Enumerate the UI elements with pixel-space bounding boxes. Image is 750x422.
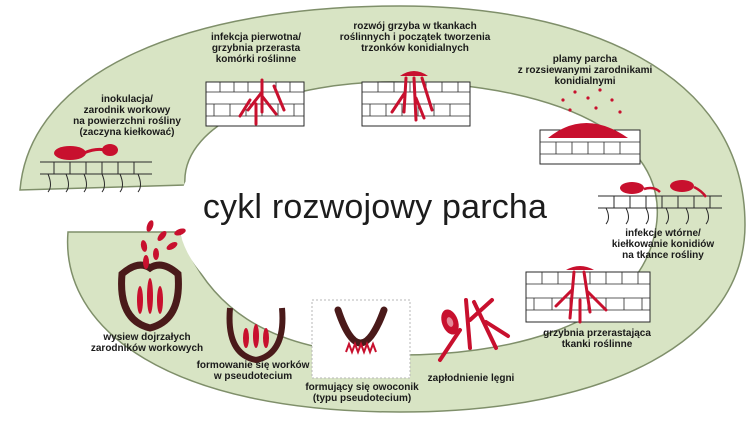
label-fertilization: zapłodnienie lęgni xyxy=(427,373,515,384)
mycelium-tissue-illustration xyxy=(525,266,651,324)
fertilization-illustration xyxy=(438,298,510,362)
label-fruiting-body: formujący się owoconik (typu pseudoteciu… xyxy=(305,382,419,404)
label-secondary-infection: infekcje wtórne/ kiełkowanie konidiów na… xyxy=(611,228,715,261)
cycle-band xyxy=(19,5,746,413)
label-primary-infection: infekcja pierwotna/ grzybnia przerasta k… xyxy=(210,32,302,65)
label-fungus-development: rozwój grzyba w tkankach roślinnych i po… xyxy=(339,21,491,54)
label-ascospore-release: wysiew dojrzałych zarodników workowych xyxy=(90,332,204,354)
label-inoculation: inokulacja/ zarodnik workowy na powierzc… xyxy=(73,94,181,138)
inoculation-illustration xyxy=(40,144,152,193)
cycle-centre xyxy=(178,85,622,345)
ascospore-release-illustration xyxy=(118,220,186,332)
label-mycelium-tissue: grzybnia przerastająca tkanki roślinne xyxy=(543,328,651,350)
label-asci-forming: formowanie się worków w pseudotecium xyxy=(196,360,310,382)
asci-forming-illustration xyxy=(226,307,286,364)
fruiting-body-illustration xyxy=(311,299,411,379)
primary-infection-illustration xyxy=(205,78,305,127)
scab-spots-illustration xyxy=(539,88,641,165)
label-scab-spots: plamy parcha z rozsiewanymi zarodnikami … xyxy=(517,54,653,87)
diagram-title: cykl rozwojowy parcha xyxy=(202,188,548,226)
secondary-infection-illustration xyxy=(598,180,722,225)
fungus-development-illustration xyxy=(361,71,471,127)
